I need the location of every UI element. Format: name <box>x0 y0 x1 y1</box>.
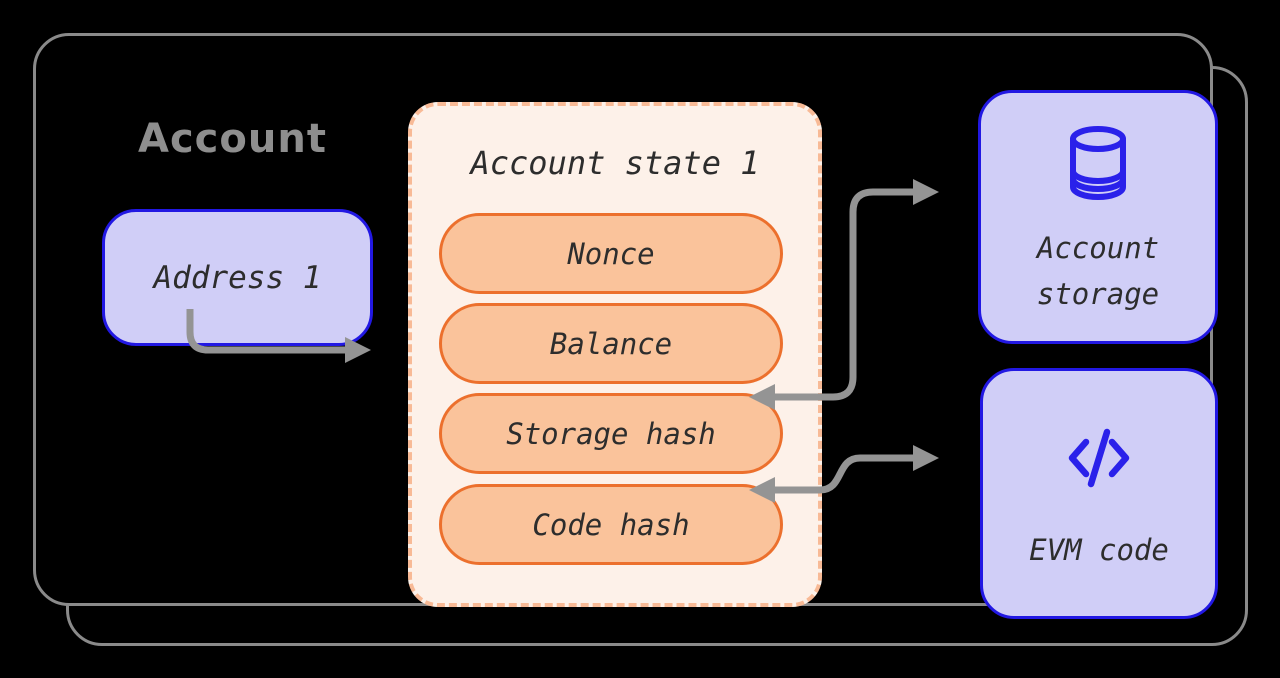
account-card-title: Account <box>138 116 327 162</box>
account-state-box: Account state 1 Nonce Balance Storage ha… <box>408 102 822 607</box>
account-storage-label-line2: storage <box>1036 277 1160 311</box>
field-code-hash-label: Code hash <box>532 507 690 542</box>
evm-code-box: EVM code <box>980 368 1218 619</box>
account-storage-label-line1: Account <box>1036 231 1160 265</box>
field-code-hash: Code hash <box>439 484 783 565</box>
evm-code-label: EVM code <box>1029 533 1169 567</box>
address-box: Address 1 <box>102 209 373 346</box>
field-nonce-label: Nonce <box>567 236 655 271</box>
address-label: Address 1 <box>153 259 322 296</box>
field-balance: Balance <box>439 303 783 384</box>
account-storage-box: Account storage <box>978 90 1218 344</box>
field-storage-hash-label: Storage hash <box>506 416 716 451</box>
code-icon <box>983 427 1215 489</box>
field-nonce: Nonce <box>439 213 783 294</box>
field-balance-label: Balance <box>549 326 673 361</box>
account-state-title: Account state 1 <box>470 144 760 182</box>
account-card: Account Address 1 Account state 1 Nonce … <box>33 33 1218 619</box>
database-icon <box>981 126 1215 202</box>
field-storage-hash: Storage hash <box>439 393 783 474</box>
account-storage-label: Account storage <box>981 225 1215 317</box>
